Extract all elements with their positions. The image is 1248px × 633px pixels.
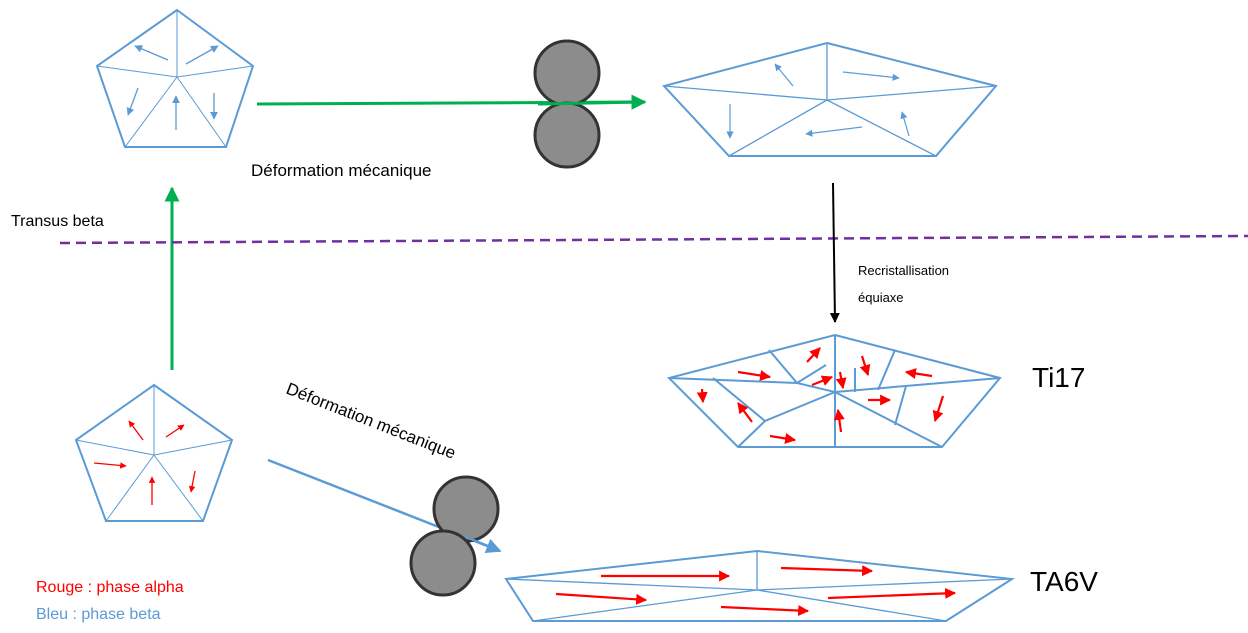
recrist-label-line2: équiaxe (858, 290, 904, 305)
recrystallisation-arrow (829, 182, 840, 323)
ta6v-label: TA6V (1030, 566, 1098, 597)
deformation-label-diag: Déformation mécanique (284, 379, 459, 463)
transus-label: Transus beta (11, 213, 104, 230)
transus-line (59, 234, 1248, 245)
rollers-bottom (409, 475, 500, 597)
rollers-top (533, 39, 601, 169)
ta6v-grain (504, 549, 1015, 622)
legend-alpha: Rouge : phase alpha (36, 579, 184, 596)
ti17-grain (667, 333, 1002, 448)
recrist-label-line1: Recristallisation (858, 263, 949, 278)
beta-grain-top-left (95, 8, 255, 148)
ti17-label: Ti17 (1032, 362, 1085, 393)
legend-beta: Bleu : phase beta (36, 606, 161, 623)
alpha-beta-grain-bottom-left (74, 383, 234, 522)
beta-grain-deformed (662, 41, 998, 157)
deformation-label-top: Déformation mécanique (251, 161, 431, 180)
